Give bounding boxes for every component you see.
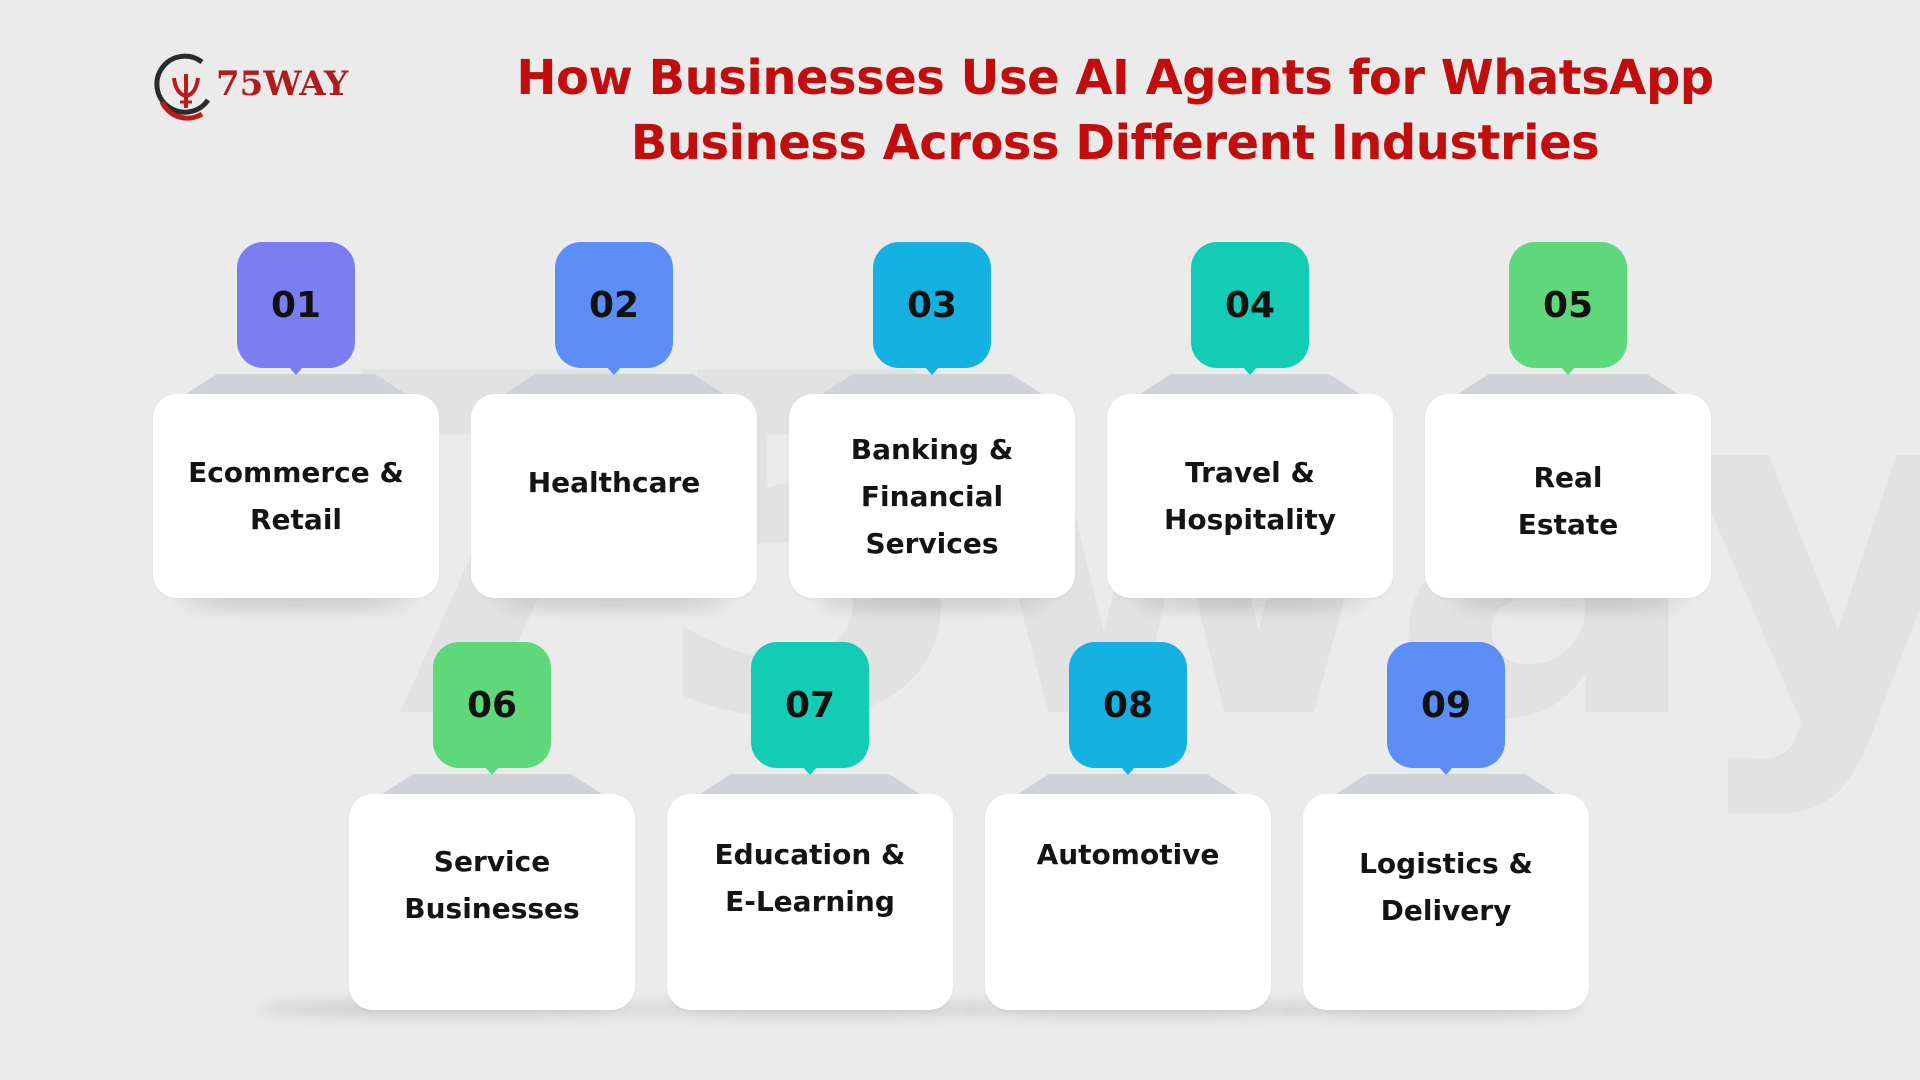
card-connector: [379, 774, 605, 796]
industry-card-body: Banking & Financial Services: [789, 394, 1075, 598]
badge-number: 08: [1102, 684, 1154, 726]
page-title: How Businesses Use AI Agents for WhatsAp…: [480, 46, 1750, 176]
badge-number: 03: [906, 284, 958, 326]
badge-pointer-icon: [924, 366, 940, 375]
title-line-2: Business Across Different Industries: [630, 115, 1600, 171]
industry-card-body: Ecommerce & Retail: [153, 394, 439, 598]
industry-card: Banking & Financial Services 03: [787, 242, 1077, 642]
card-connector: [1333, 774, 1559, 796]
logo-text: 75WAY: [216, 64, 349, 104]
industry-card-body: Automotive: [985, 794, 1271, 1010]
badge-pointer-icon: [1438, 766, 1454, 775]
industry-label: Travel & Hospitality: [1163, 456, 1337, 536]
badge-number: 05: [1542, 284, 1594, 326]
number-badge: 08: [1069, 642, 1187, 768]
badge-pointer-icon: [1120, 766, 1136, 775]
industry-card: Automotive 08: [963, 642, 1303, 1042]
badge-number: 06: [466, 684, 518, 726]
card-connector: [183, 374, 409, 396]
badge-number: 09: [1420, 684, 1472, 726]
brand-logo: 75WAY: [152, 48, 352, 124]
logo-mark-icon: [154, 53, 211, 121]
industry-card-body: Logistics & Delivery: [1303, 794, 1589, 1010]
number-badge: 03: [873, 242, 991, 368]
badge-pointer-icon: [1242, 366, 1258, 375]
industry-label: Logistics & Delivery: [1359, 847, 1533, 927]
card-connector: [819, 374, 1045, 396]
industry-label: Automotive: [1036, 838, 1220, 871]
badge-number: 01: [270, 284, 322, 326]
industry-card-body: Service Businesses: [349, 794, 635, 1010]
card-shadow: [499, 596, 729, 610]
card-connector: [1137, 374, 1363, 396]
industry-label: Banking & Financial Services: [850, 432, 1014, 560]
badge-pointer-icon: [484, 766, 500, 775]
industry-card: Real Estate 05: [1423, 242, 1713, 642]
card-shadow: [181, 596, 411, 610]
industry-label: Real Estate: [1517, 461, 1619, 541]
industry-label: Healthcare: [527, 466, 701, 499]
industry-card-body: Education & E-Learning: [667, 794, 953, 1010]
number-badge: 07: [751, 642, 869, 768]
badge-number: 07: [784, 684, 836, 726]
card-shadow: [1453, 596, 1683, 610]
number-badge: 05: [1509, 242, 1627, 368]
card-shadow: [817, 596, 1047, 610]
industry-label: Ecommerce & Retail: [188, 456, 404, 536]
badge-pointer-icon: [288, 366, 304, 375]
number-badge: 09: [1387, 642, 1505, 768]
card-shadow: [1135, 596, 1365, 610]
industry-card-body: Healthcare: [471, 394, 757, 598]
industry-label: Education & E-Learning: [714, 838, 906, 918]
badge-number: 02: [588, 284, 640, 326]
industry-card: Healthcare 02: [469, 242, 759, 642]
card-connector: [1455, 374, 1681, 396]
title-line-1: How Businesses Use AI Agents for WhatsAp…: [516, 50, 1714, 106]
badge-number: 04: [1224, 284, 1276, 326]
industry-card: Logistics & Delivery 09: [1281, 642, 1591, 1042]
badge-pointer-icon: [802, 766, 818, 775]
number-badge: 02: [555, 242, 673, 368]
industry-card: Education & E-Learning 07: [645, 642, 985, 1042]
badge-pointer-icon: [1560, 366, 1576, 375]
badge-pointer-icon: [606, 366, 622, 375]
card-connector: [1015, 774, 1241, 796]
card-connector: [697, 774, 923, 796]
industry-card: Travel & Hospitality 04: [1105, 242, 1395, 642]
card-connector: [501, 374, 727, 396]
number-badge: 01: [237, 242, 355, 368]
industry-card-body: Travel & Hospitality: [1107, 394, 1393, 598]
industry-label: Service Businesses: [404, 845, 580, 925]
number-badge: 06: [433, 642, 551, 768]
industry-card-body: Real Estate: [1425, 394, 1711, 598]
number-badge: 04: [1191, 242, 1309, 368]
industry-card: Ecommerce & Retail 01: [151, 242, 441, 642]
industry-card: Service Businesses 06: [257, 642, 657, 1042]
